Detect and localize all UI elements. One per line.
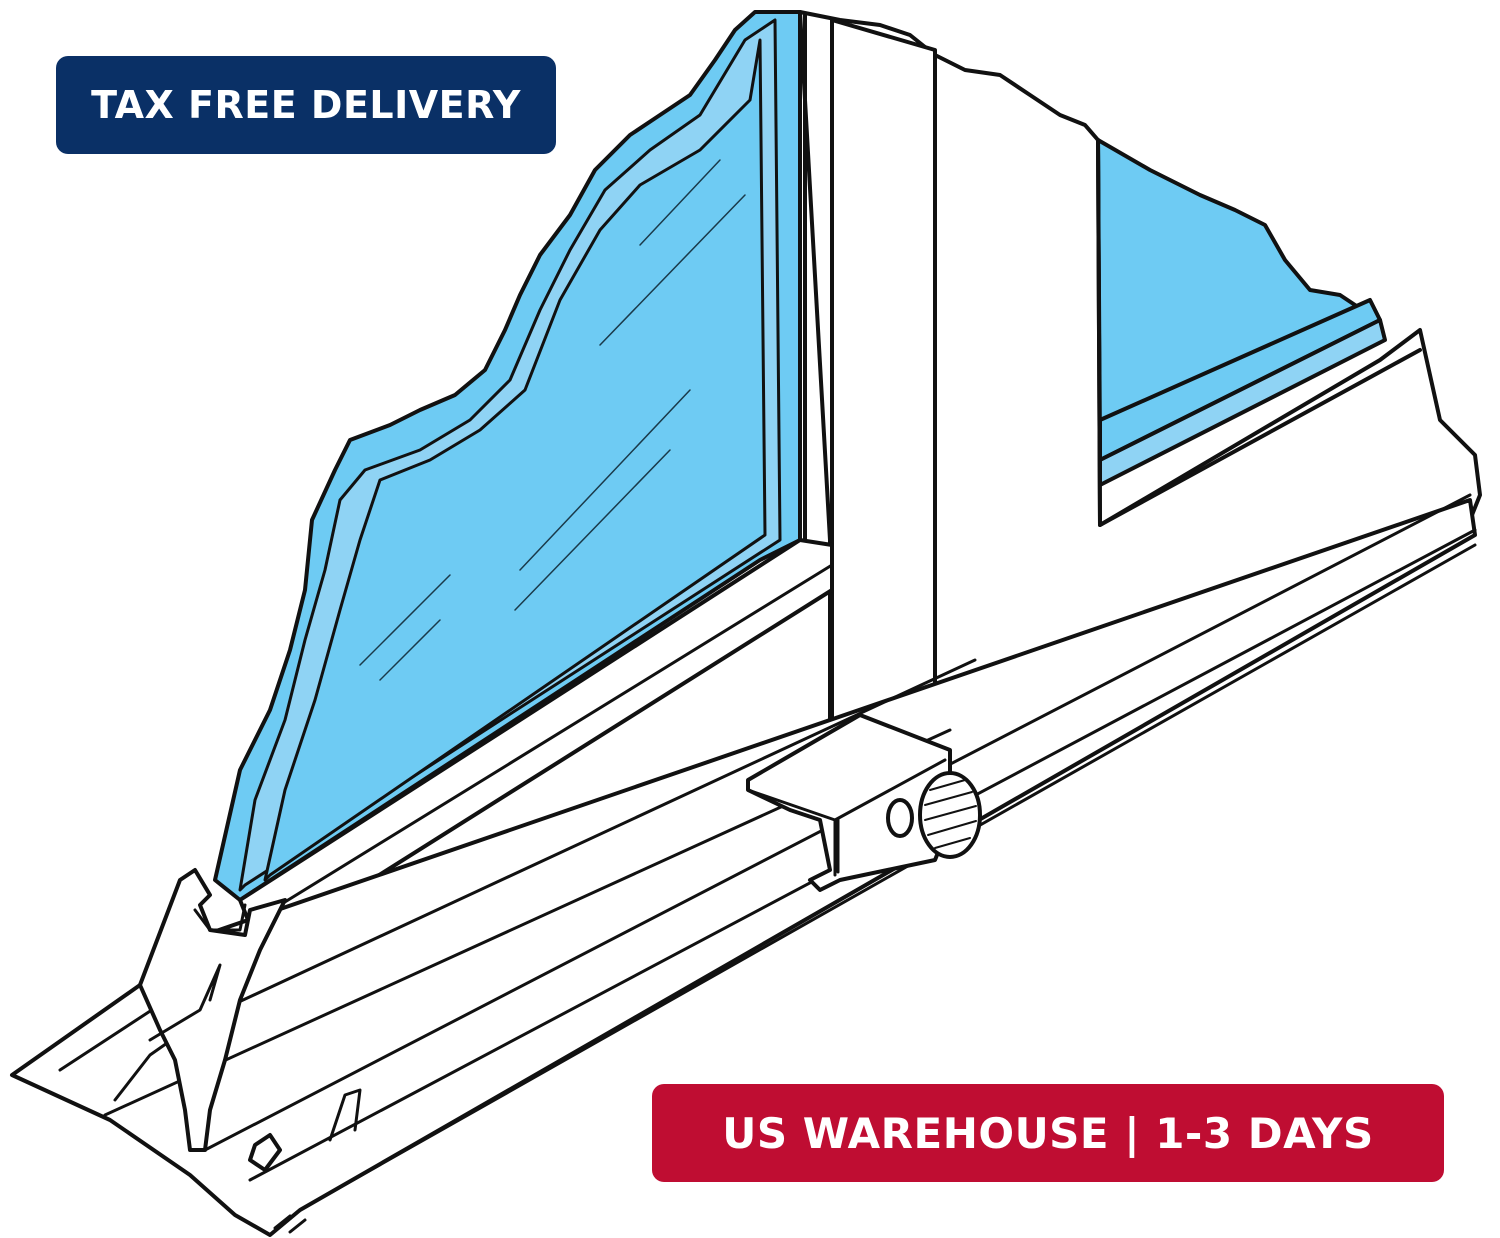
right-pane-frame [1096, 138, 1422, 527]
tax-free-delivery-badge: TAX FREE DELIVERY [56, 56, 556, 154]
tax-free-delivery-label: TAX FREE DELIVERY [91, 83, 521, 127]
us-warehouse-label: US WAREHOUSE | 1-3 DAYS [722, 1108, 1374, 1158]
center-mullion [830, 18, 937, 792]
us-warehouse-badge: US WAREHOUSE | 1-3 DAYS [652, 1084, 1444, 1182]
track-profile [138, 868, 287, 1152]
lock-clamp-body [746, 713, 957, 892]
